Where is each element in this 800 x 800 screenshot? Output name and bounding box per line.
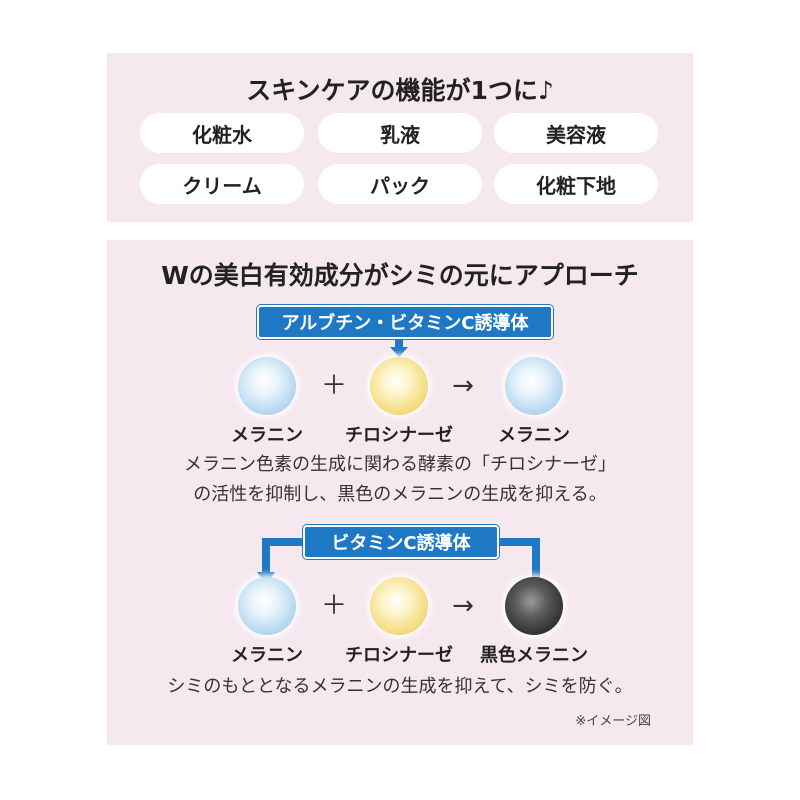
section2-description: シミのもととなるメラニンの生成を抑えて、シミを防ぐ。 xyxy=(167,676,633,697)
function-pill: 乳液 xyxy=(318,113,482,153)
image-note: ※イメージ図 xyxy=(575,714,651,729)
melanin-label: メラニン xyxy=(231,645,303,666)
melanin-ball xyxy=(238,577,296,635)
melanin-ball xyxy=(505,357,563,415)
badge-pointer-arrow-icon xyxy=(390,339,408,357)
functions-title: スキンケアの機能が1つに♪ xyxy=(246,76,554,105)
diagram-title: Wの美白有効成分がシミの元にアプローチ xyxy=(161,261,639,290)
melanin-label: メラニン xyxy=(498,425,570,446)
tyrosinase-ball xyxy=(370,357,428,415)
function-pill: パック xyxy=(318,164,482,204)
function-pill: 化粧下地 xyxy=(494,164,658,204)
whitening-diagram-panel: Wの美白有効成分がシミの元にアプローチ アルブチン・ビタミンC誘導体 ＋ → メ… xyxy=(107,240,693,745)
black-melanin-ball xyxy=(505,577,563,635)
ingredient-badge-arbutin-vitc: アルブチン・ビタミンC誘導体 xyxy=(257,305,553,339)
black-melanin-label: 黒色メラニン xyxy=(480,645,588,666)
plus-sign: ＋ xyxy=(320,591,347,621)
ingredient-badge-vitc: ビタミンC誘導体 xyxy=(303,525,499,559)
melanin-ball xyxy=(238,357,296,415)
arrow-right-icon: → xyxy=(452,371,474,401)
function-pill: クリーム xyxy=(140,164,304,204)
tyrosinase-label: チロシナーゼ xyxy=(345,425,453,446)
arrow-right-icon: → xyxy=(452,591,474,621)
melanin-label: メラニン xyxy=(231,425,303,446)
skincare-functions-panel: スキンケアの機能が1つに♪ 化粧水 乳液 美容液 クリーム パック 化粧下地 xyxy=(107,53,693,222)
function-pill: 美容液 xyxy=(494,113,658,153)
section1-description-line2: の活性を抑制し、黒色のメラニンの生成を抑える。 xyxy=(193,484,607,505)
vitc-connector-lines xyxy=(257,538,540,584)
tyrosinase-label: チロシナーゼ xyxy=(345,645,453,666)
function-pill: 化粧水 xyxy=(140,113,304,153)
plus-sign: ＋ xyxy=(320,371,347,401)
section1-description-line1: メラニン色素の生成に関わる酵素の「チロシナーゼ」 xyxy=(184,454,616,475)
tyrosinase-ball xyxy=(370,577,428,635)
